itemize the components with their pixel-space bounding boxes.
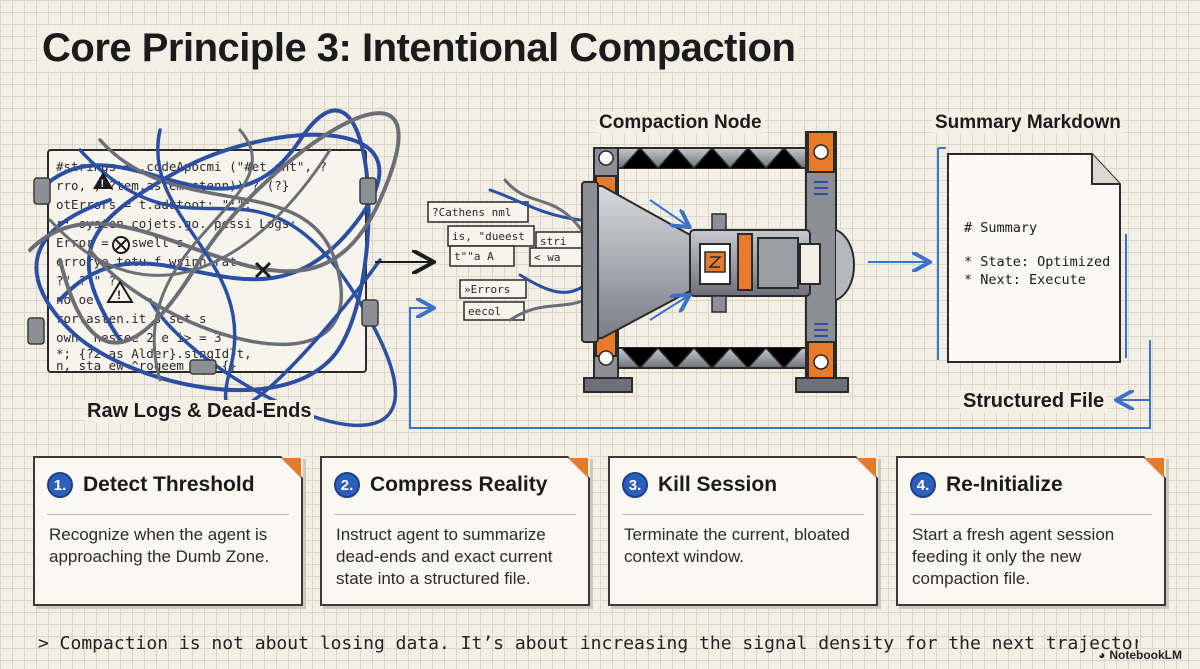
tangled-wires [28,108,401,428]
x-icon [112,236,130,254]
log-line: own. nessee 2 e i> = 3 [56,330,222,345]
raw-logs-label: Raw Logs & Dead-Ends [84,400,315,423]
svg-text:!: ! [117,288,121,302]
structured-file-label: Structured File [960,390,1108,413]
card-divider [910,514,1152,515]
wire-connectors [27,177,379,375]
scrap-text: < wa [534,251,561,264]
step-number-badge: 4. [910,472,936,498]
card-divider [47,514,289,515]
step-card-detect-threshold: 1. Detect Threshold Recognize when the a… [33,456,303,606]
summary-markdown-file: # Summary * State: Optimized * Next: Exe… [937,147,1127,363]
scrap-text: »Errors [464,283,510,296]
log-line: ?" ? " ? [56,273,116,288]
warning-icon: ! [106,280,134,303]
compaction-node-machine: ?Cathens nml is, "dueest t""a A stri < w… [427,131,855,393]
step-number-badge: 3. [622,472,648,498]
scrap-text: eecol [468,305,501,318]
card-divider [622,514,864,515]
compaction-node-label: Compaction Node [596,112,765,134]
summary-markdown-label: Summary Markdown [932,112,1124,134]
card-body: Terminate the current, bloated context w… [624,525,850,566]
page-title: Core Principle 3: Intentional Compaction [38,26,800,71]
summary-heading: # Summary [964,220,1037,236]
step-number-badge: 1. [47,472,73,498]
card-title: Re-Initialize [946,473,1063,496]
scrap-text: ?Cathens nml [432,206,511,219]
summary-line: * State: Optimized [964,254,1110,270]
step-card-compress-reality: 2. Compress Reality Instruct agent to su… [320,456,590,606]
card-corner-accent [568,458,588,478]
scrap-text: is, "dueest [452,230,525,243]
scrap-text: t""a A [454,250,494,263]
summary-line: * Next: Execute [964,272,1086,288]
feed-wires [488,178,587,322]
card-title: Kill Session [658,473,778,496]
step-card-kill-session: 3. Kill Session Terminate the current, b… [608,456,878,606]
feedback-loop-arrow [409,308,1151,429]
card-title: Detect Threshold [83,473,255,496]
svg-text:!: ! [101,178,105,190]
raw-logs-panel: #strings = .codeApocmi ("#et ent", ? rro… [27,108,401,428]
notebooklm-icon: ◕ [1098,648,1106,662]
card-divider [334,514,576,515]
paper-scraps: ?Cathens nml is, "dueest t""a A stri < w… [427,201,587,321]
warning-icon: ! [93,172,113,190]
card-corner-accent [856,458,876,478]
card-corner-accent [1144,458,1164,478]
x-icon [254,261,272,279]
step-number-badge: 2. [334,472,360,498]
card-body: Instruct agent to summarize dead-ends an… [336,525,553,588]
brand-watermark: ◕ NotebookLM [1098,648,1182,662]
card-title: Compress Reality [370,473,548,496]
footer-quote: > Compaction is not about losing data. I… [38,633,1138,654]
log-line: ror.asten.it s set s [56,311,207,326]
step-card-re-initialize: 4. Re-Initialize Start a fresh agent ses… [896,456,1166,606]
scrap-text: stri [540,235,567,248]
card-body: Start a fresh agent session feeding it o… [912,525,1115,588]
card-corner-accent [281,458,301,478]
card-body: Recognize when the agent is approaching … [49,525,270,566]
brand-name: NotebookLM [1109,648,1182,662]
